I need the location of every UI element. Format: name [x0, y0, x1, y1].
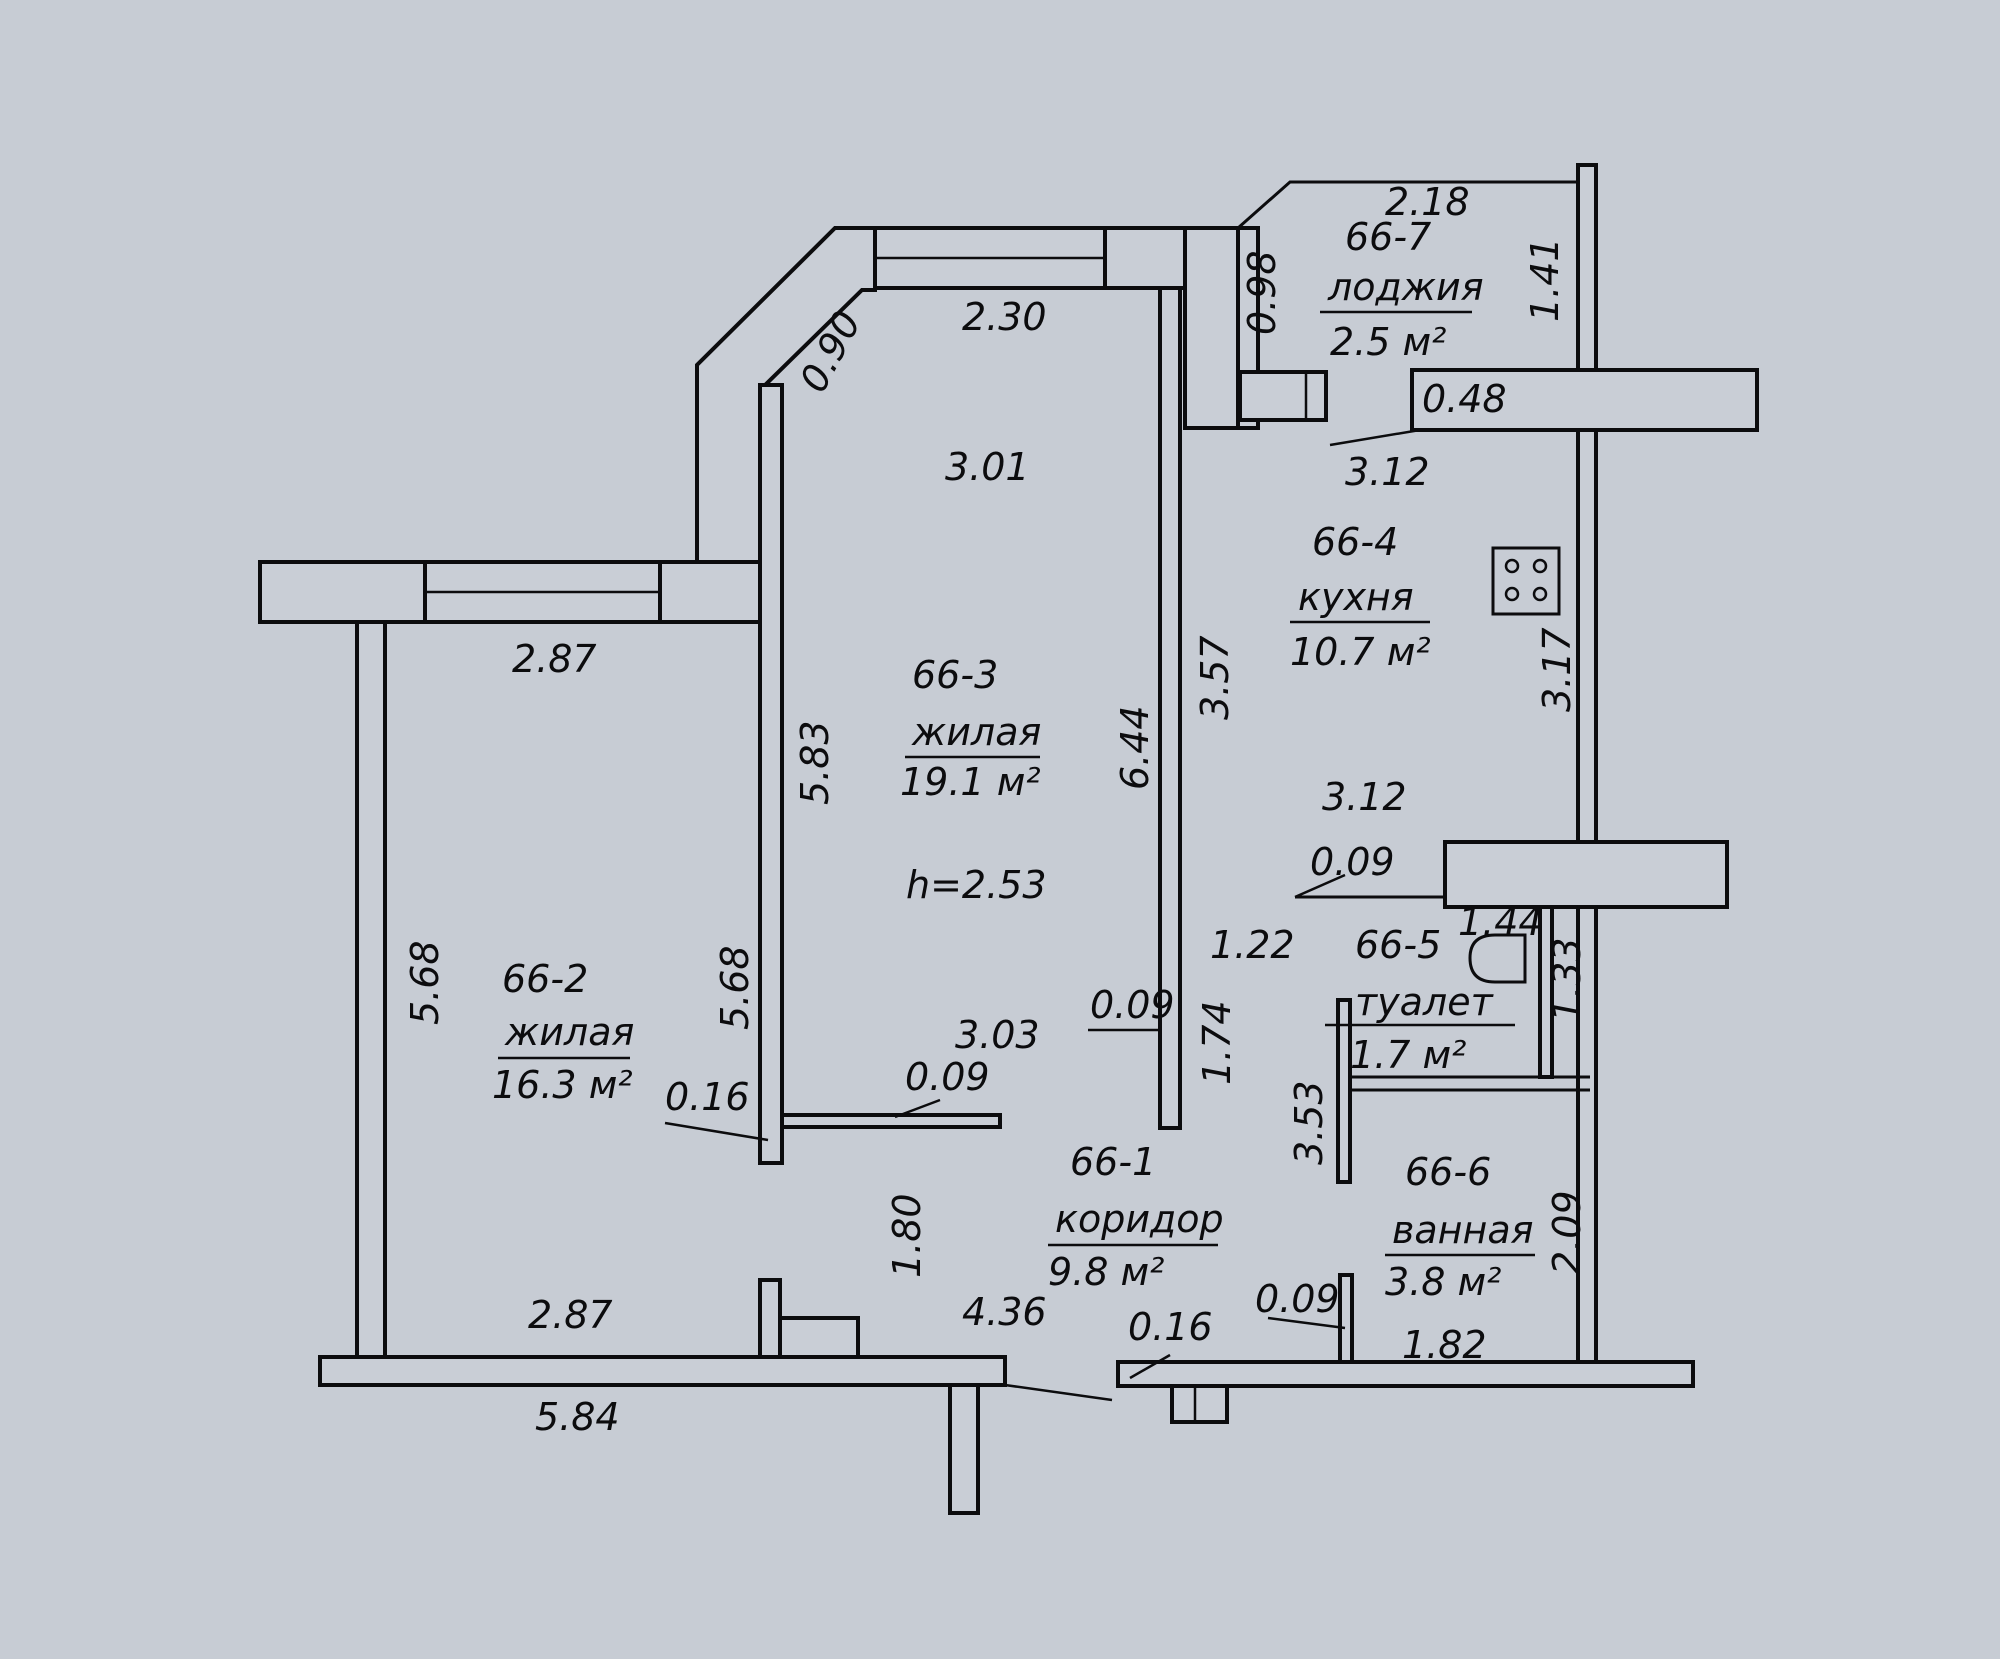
- wall-living-divider: [758, 383, 784, 1165]
- dim-6-44: 6.44: [1113, 705, 1157, 790]
- room-living2: 66-2 жилая 16.3 м²: [492, 957, 634, 1107]
- room-living2-area: 16.3 м²: [492, 1063, 633, 1107]
- room-living3-height: h=2.53: [906, 863, 1047, 907]
- dim-5-83: 5.83: [793, 720, 837, 805]
- dim-1-82: 1.82: [1402, 1323, 1487, 1367]
- wall-bottom-right: [1116, 1360, 1695, 1388]
- room-loggia: 66-7 лоджия 2.5 м²: [1320, 215, 1484, 364]
- room-toilet-area: 1.7 м²: [1350, 1033, 1466, 1077]
- dim-3-12-mid: 3.12: [1322, 775, 1407, 819]
- dim-0-09-bath: 0.09: [1255, 1277, 1340, 1321]
- dim-3-53: 3.53: [1287, 1080, 1331, 1165]
- dim-1-74: 1.74: [1195, 1000, 1239, 1085]
- room-living2-name: жилая: [504, 1010, 634, 1054]
- room-bathroom-name: ванная: [1392, 1208, 1534, 1252]
- room-loggia-area: 2.5 м²: [1330, 320, 1446, 364]
- room-kitchen-name: кухня: [1298, 575, 1414, 619]
- wall-loggia-balcony: [1410, 368, 1759, 432]
- partition-living3-corridor: [780, 1113, 1002, 1129]
- wall-left-top: [258, 560, 427, 624]
- room-living2-id: 66-2: [502, 957, 588, 1001]
- room-bathroom-id: 66-6: [1405, 1150, 1491, 1194]
- dim-0-16-door: 0.16: [1128, 1305, 1213, 1349]
- dim-3-01: 3.01: [945, 445, 1030, 489]
- dim-0-16-left: 0.16: [665, 1075, 750, 1119]
- dim-1-44: 1.44: [1458, 900, 1543, 944]
- room-kitchen: 66-4 кухня 10.7 м²: [1290, 520, 1431, 674]
- room-toilet: 66-5 туалет 1.7 м²: [1350, 923, 1495, 1077]
- dimension-labels: 2.18 0.98 1.41 0.48 3.12 2.30 0.90 3.01 …: [403, 180, 1589, 1439]
- dim-3-03: 3.03: [955, 1013, 1040, 1057]
- dim-3-12-top: 3.12: [1345, 450, 1430, 494]
- room-bathroom-area: 3.8 м²: [1385, 1260, 1501, 1304]
- room-living3: 66-3 жилая 19.1 м² h=2.53: [900, 653, 1047, 907]
- room-corridor-area: 9.8 м²: [1048, 1250, 1164, 1294]
- dim-2-18: 2.18: [1385, 180, 1470, 224]
- wall-left-outer: [355, 620, 387, 1359]
- wall-pillar: [1183, 226, 1240, 430]
- room-toilet-id: 66-5: [1355, 923, 1441, 967]
- room-loggia-id: 66-7: [1345, 215, 1431, 259]
- wall-toilet-left: [1336, 998, 1352, 1184]
- dim-2-87-bottom: 2.87: [528, 1293, 613, 1337]
- walls: [258, 163, 1759, 1515]
- dim-1-80: 1.80: [885, 1193, 929, 1278]
- kitchen-stove: [1491, 546, 1561, 616]
- wall-entrance-stub: [948, 1383, 980, 1515]
- dim-5-68-mid: 5.68: [713, 945, 757, 1030]
- dim-0-09-kitchen: 0.09: [1310, 840, 1395, 884]
- dim-0-98: 0.98: [1240, 250, 1284, 335]
- dim-5-68-left: 5.68: [403, 940, 447, 1025]
- room-kitchen-area: 10.7 м²: [1290, 630, 1431, 674]
- dim-1-33: 1.33: [1545, 937, 1589, 1022]
- wall-door-stub: [1170, 1384, 1229, 1424]
- dim-0-48: 0.48: [1422, 377, 1507, 421]
- dim-2-09: 2.09: [1545, 1190, 1589, 1275]
- room-kitchen-id: 66-4: [1312, 520, 1398, 564]
- room-loggia-name: лоджия: [1327, 265, 1484, 309]
- dim-4-36: 4.36: [962, 1290, 1047, 1334]
- room-corridor-name: коридор: [1055, 1197, 1224, 1241]
- dim-0-09-living: 0.09: [905, 1055, 990, 1099]
- dim-3-17: 3.17: [1535, 627, 1579, 712]
- dim-2-30: 2.30: [962, 295, 1047, 339]
- room-corridor: 66-1 коридор 9.8 м²: [1048, 1140, 1224, 1294]
- room-living3-id: 66-3: [912, 653, 998, 697]
- dim-3-57: 3.57: [1193, 635, 1237, 720]
- wall-living-kitchen: [1158, 286, 1182, 1130]
- wall-right-outer: [1576, 163, 1598, 1364]
- wall-bottom-left: [318, 1355, 1007, 1387]
- room-corridor-id: 66-1: [1070, 1140, 1156, 1184]
- dim-2-87-top: 2.87: [512, 637, 597, 681]
- wall-left-top-2: [658, 560, 767, 624]
- room-living3-area: 19.1 м²: [900, 760, 1041, 804]
- dim-0-09-corr: 0.09: [1090, 983, 1175, 1027]
- wall-bay: [695, 226, 877, 564]
- wall-loggia-window: [1238, 370, 1328, 422]
- leader-lines: [664, 428, 1515, 1402]
- room-living3-name: жилая: [911, 710, 1041, 754]
- dim-5-84: 5.84: [535, 1395, 620, 1439]
- toilet-fixture: [1468, 933, 1527, 984]
- dim-1-41: 1.41: [1523, 237, 1567, 322]
- room-bathroom: 66-6 ванная 3.8 м²: [1385, 1150, 1535, 1304]
- room-toilet-name: туалет: [1355, 980, 1495, 1024]
- duct-corridor: [778, 1316, 860, 1359]
- wall-stub-corridor: [758, 1278, 782, 1359]
- wall-bath-bottom-left: [1338, 1273, 1354, 1364]
- wall-kitchen-toilet: [1443, 840, 1729, 909]
- dim-1-22: 1.22: [1210, 923, 1295, 967]
